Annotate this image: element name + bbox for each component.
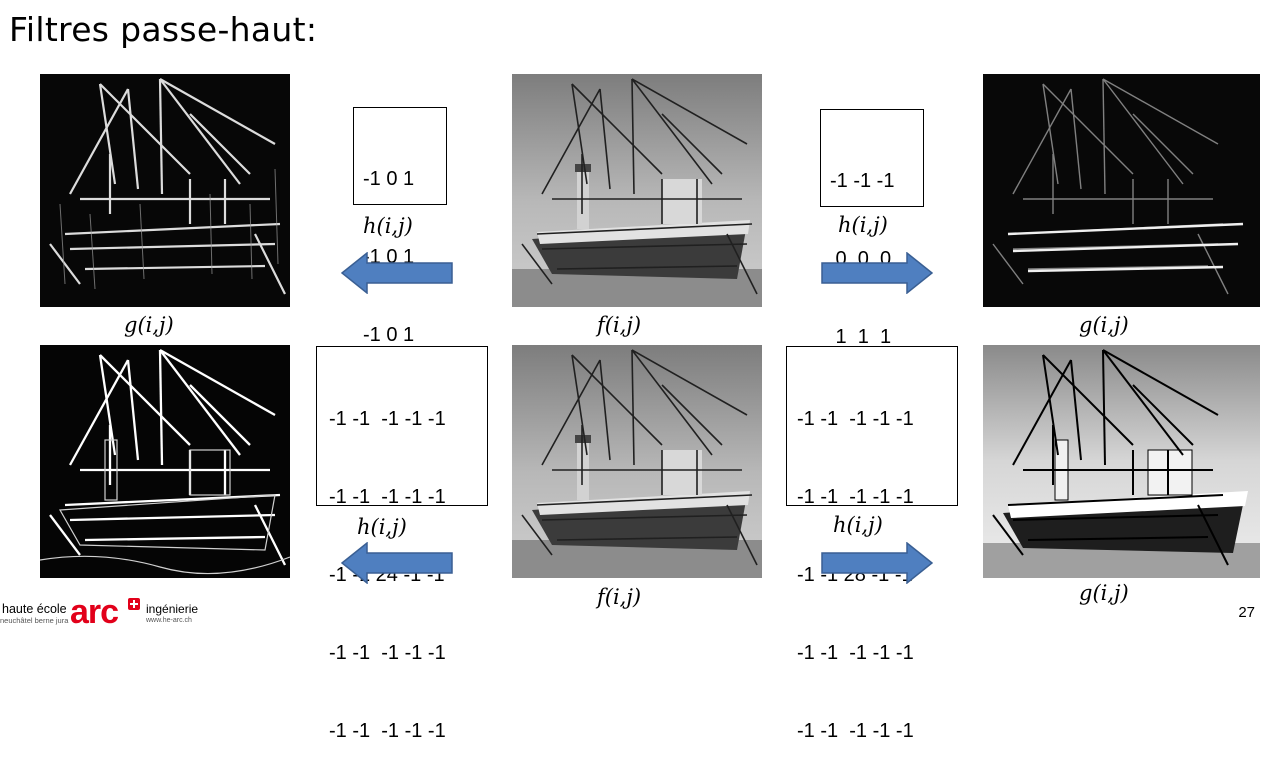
input-image-top xyxy=(512,74,762,307)
logo-url: www.he-arc.ch xyxy=(146,617,192,624)
label-h-bottom-left: h(i,j) xyxy=(357,515,407,539)
kernel-row: -1 0 1 xyxy=(363,168,415,190)
label-f-top: f(i,j) xyxy=(597,313,642,337)
slide-title: Filtres passe-haut: xyxy=(9,10,318,49)
kernel-row: -1 -1 -1 -1 -1 xyxy=(329,720,446,742)
output-image-vertical-edges xyxy=(40,74,290,307)
swiss-cross-icon xyxy=(128,598,140,610)
kernel-row: -1 -1 -1 -1 -1 xyxy=(797,720,914,742)
kernel-row: -1 -1 -1 -1 -1 xyxy=(329,642,446,664)
logo-line2: neuchâtel berne jura xyxy=(0,616,69,625)
logo-he-arc: haute école neuchâtel berne jura arc ing… xyxy=(0,593,230,631)
page-number: 27 xyxy=(1238,604,1255,621)
arrow-right-icon xyxy=(821,542,933,584)
arrow-left-icon xyxy=(341,542,453,584)
kernel-row: -1 -1 -1 xyxy=(830,170,895,192)
logo-line1: haute école xyxy=(2,602,67,616)
kernel-row: -1 0 1 xyxy=(363,324,415,346)
kernel-row: -1 -1 -1 -1 -1 xyxy=(329,408,446,430)
kernel-row: -1 -1 -1 -1 -1 xyxy=(329,486,446,508)
label-h-top-right: h(i,j) xyxy=(838,213,888,237)
kernel-row: 0 0 0 xyxy=(830,248,892,270)
kernel-vertical: -1 0 1 -1 0 1 -1 0 1 xyxy=(353,107,447,346)
logo-sub: ingénierie xyxy=(146,602,199,616)
kernel-row: -1 -1 -1 -1 -1 xyxy=(797,486,914,508)
kernel-laplacian-28: -1 -1 -1 -1 -1 -1 -1 -1 -1 -1 -1 -1 28 -… xyxy=(786,346,958,742)
output-image-sharpened xyxy=(983,345,1260,578)
kernel-row: -1 -1 -1 -1 -1 xyxy=(797,642,914,664)
label-g-top-right: g(i,j) xyxy=(1079,313,1129,337)
output-image-laplacian-24 xyxy=(40,345,290,578)
label-f-bottom: f(i,j) xyxy=(597,585,642,609)
kernel-row: 1 1 1 xyxy=(830,326,892,348)
arrow-left-icon xyxy=(341,252,453,294)
kernel-laplacian-24: -1 -1 -1 -1 -1 -1 -1 -1 -1 -1 -1 -1 24 -… xyxy=(316,346,488,742)
kernel-row: -1 -1 -1 -1 -1 xyxy=(797,408,914,430)
label-g-top-left: g(i,j) xyxy=(124,313,174,337)
logo-brand: arc xyxy=(70,593,119,631)
arrow-right-icon xyxy=(821,252,933,294)
input-image-bottom xyxy=(512,345,762,578)
kernel-horizontal: -1 -1 -1 0 0 0 1 1 1 xyxy=(820,109,924,348)
label-g-bottom-right: g(i,j) xyxy=(1079,581,1129,605)
label-h-top-left: h(i,j) xyxy=(363,214,413,238)
label-h-bottom-right: h(i,j) xyxy=(833,513,883,537)
output-image-horizontal-edges xyxy=(983,74,1260,307)
